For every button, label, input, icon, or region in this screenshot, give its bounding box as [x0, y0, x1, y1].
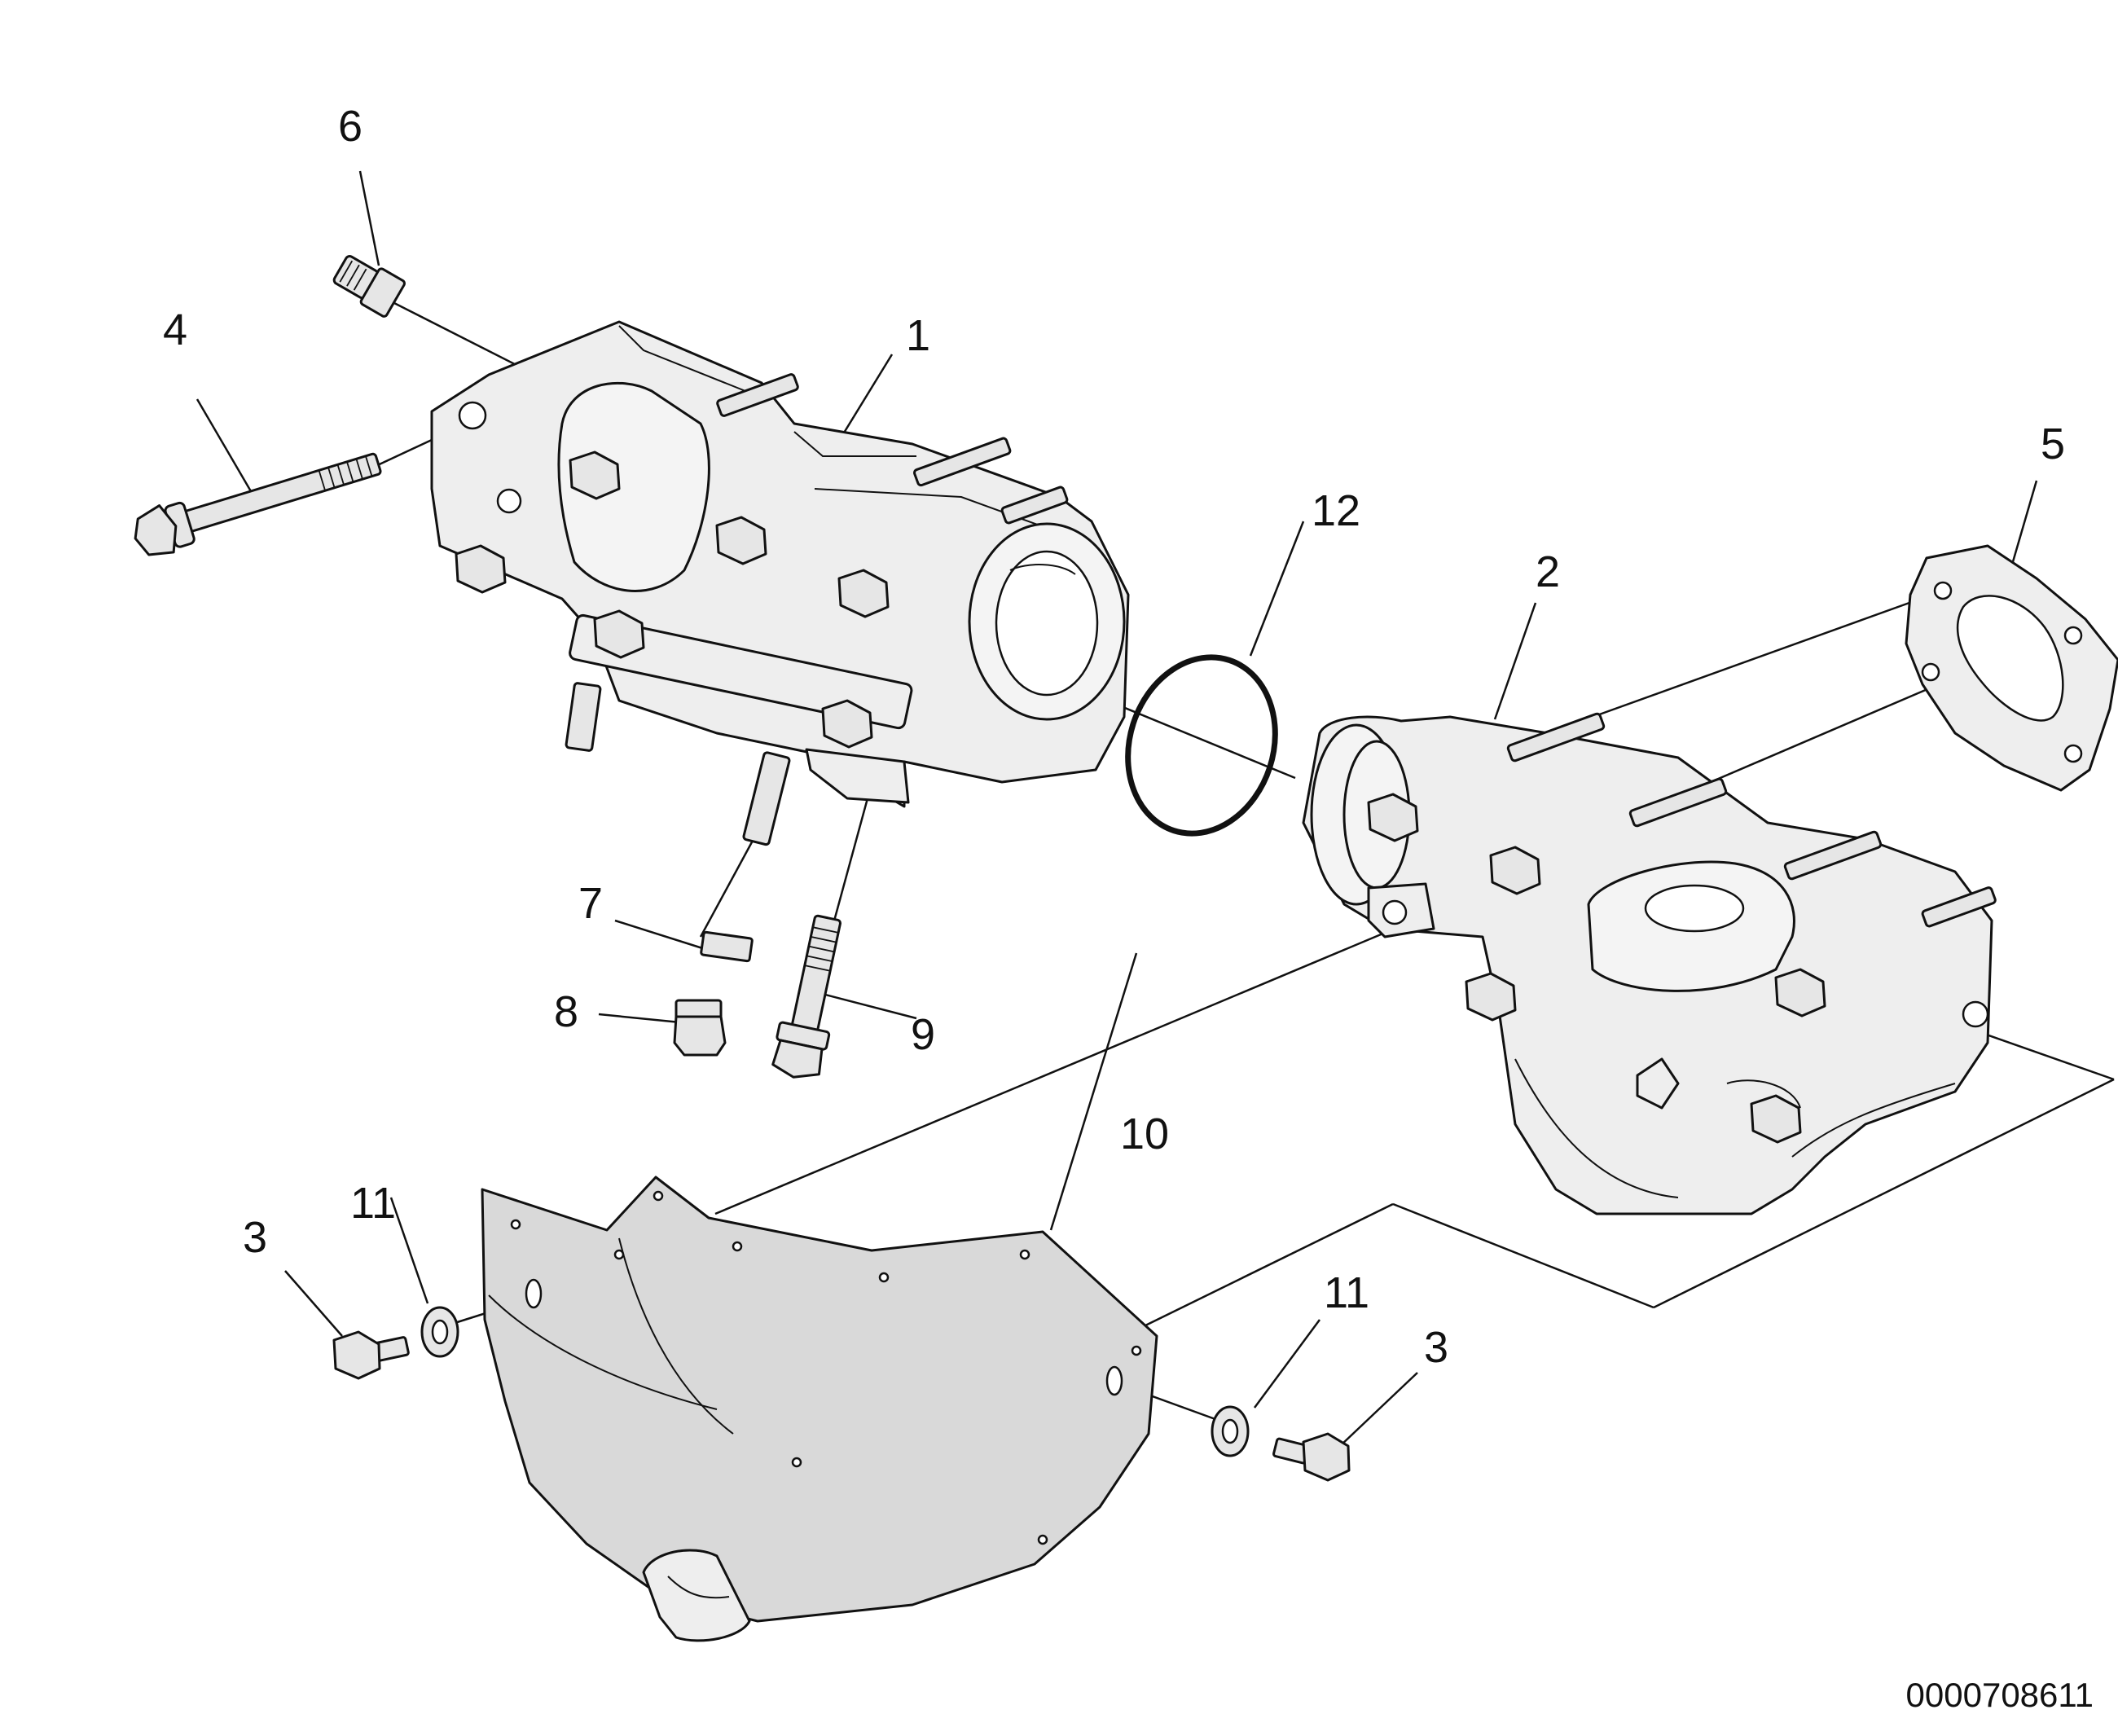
- upper-housing-part-1: [430, 320, 1130, 808]
- nut-part-8: [673, 999, 727, 1057]
- gasket-part-5: [1905, 544, 2118, 792]
- callout-6: 6: [338, 102, 363, 151]
- callout-11-left: 11: [350, 1179, 397, 1228]
- callout-8: 8: [554, 987, 579, 1036]
- sleeve-part-7: [700, 930, 754, 963]
- bolt-part-3-right: [1272, 1432, 1351, 1482]
- bolt-part-3-left: [332, 1330, 410, 1380]
- callout-4: 4: [163, 305, 188, 354]
- lower-housing-part-2: [1302, 715, 1993, 1215]
- washer-part-11-right: [1211, 1405, 1250, 1457]
- fitting-part-6: [332, 255, 406, 318]
- callout-11-right: 11: [1324, 1268, 1370, 1317]
- heat-shield-part-10: [481, 1176, 1158, 1642]
- callout-3-left: 3: [243, 1213, 268, 1262]
- callout-10: 10: [1120, 1110, 1170, 1158]
- callout-5: 5: [2041, 420, 2066, 468]
- document-number: 0000708611: [1905, 1676, 2094, 1714]
- housing-2-studs: [1506, 712, 1997, 928]
- callout-2: 2: [1536, 547, 1561, 596]
- o-ring-part-12: [1125, 654, 1278, 837]
- housing-1-nuts: [455, 450, 890, 749]
- long-bolt-part-4: [134, 452, 382, 556]
- callout-7: 7: [578, 879, 604, 928]
- washer-part-11-left: [420, 1306, 459, 1358]
- callout-12: 12: [1312, 486, 1361, 535]
- housing-2-nuts: [1367, 793, 1826, 1144]
- callout-1: 1: [906, 311, 931, 360]
- callout-3-right: 3: [1424, 1323, 1449, 1372]
- callout-9: 9: [911, 1010, 936, 1059]
- bolt-part-9: [771, 914, 841, 1079]
- housing-1-studs: [565, 373, 1069, 846]
